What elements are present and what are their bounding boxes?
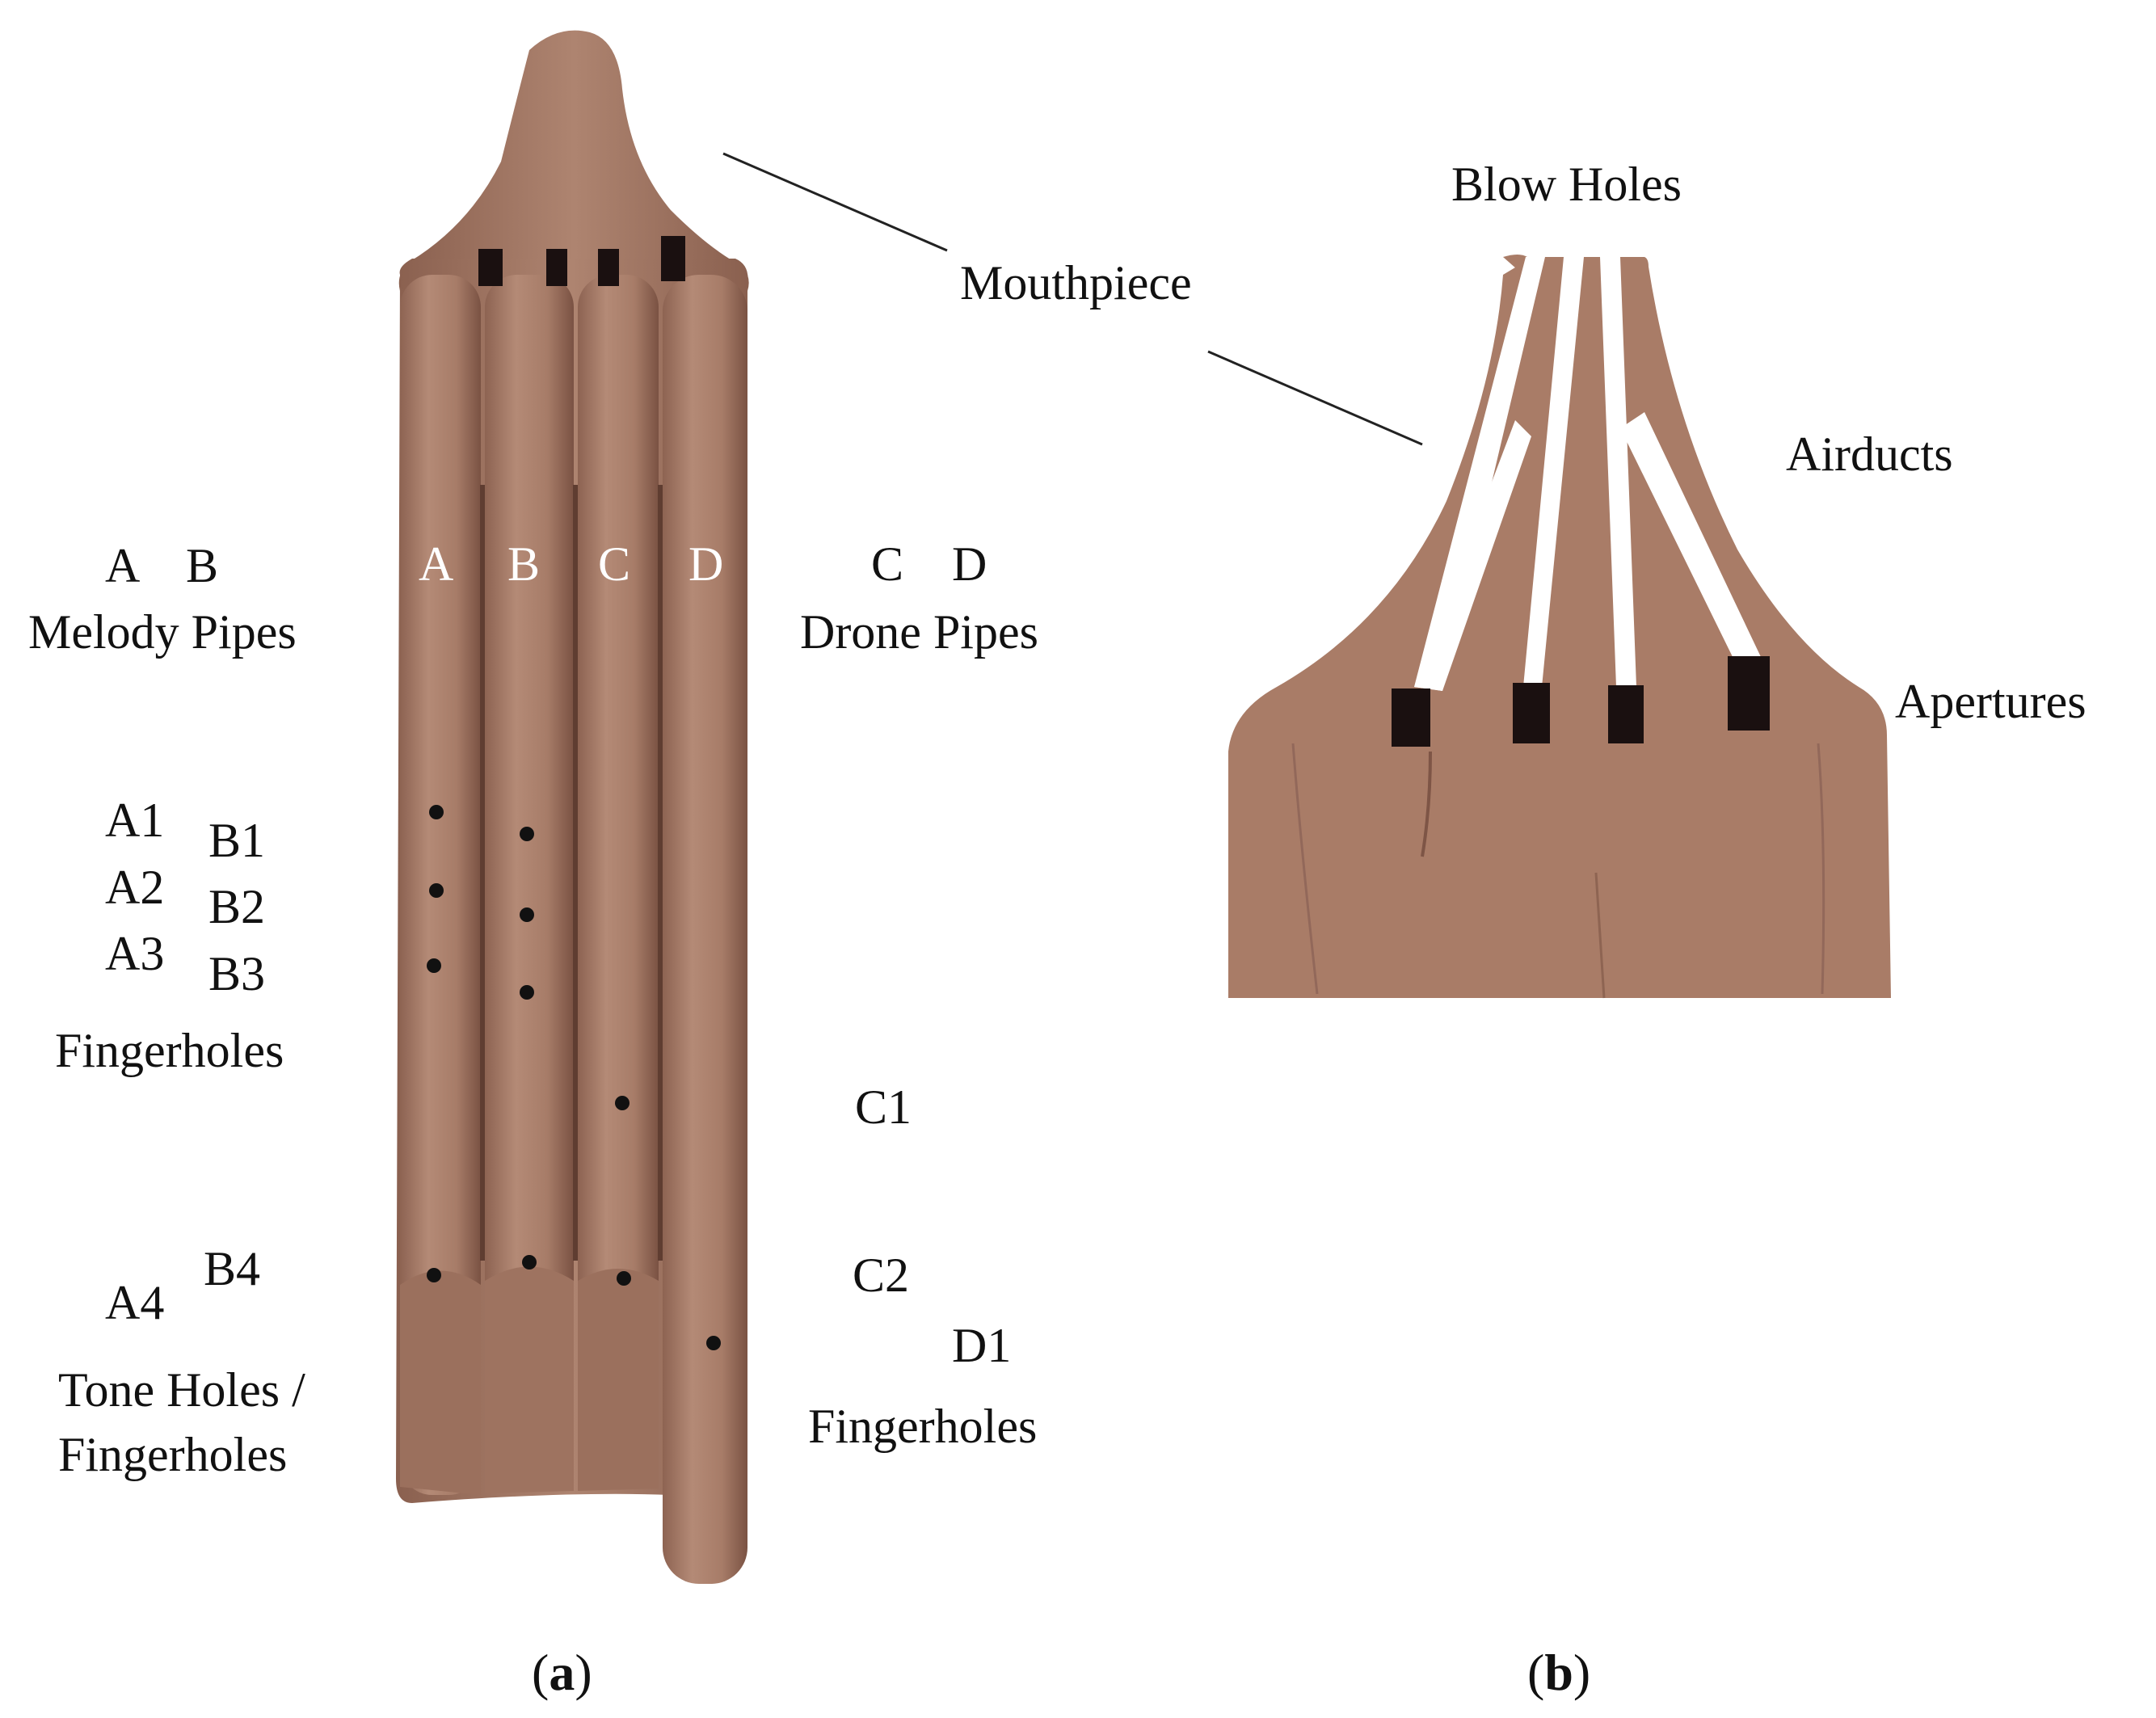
melody-pipes-label: Melody Pipes xyxy=(28,605,297,659)
label-b3: B3 xyxy=(208,947,266,1000)
closeup-aperture-1 xyxy=(1392,688,1430,747)
aperture-c xyxy=(598,249,619,286)
hole-a1 xyxy=(429,805,444,819)
hole-b2 xyxy=(520,907,534,922)
label-d1: D1 xyxy=(952,1319,1012,1372)
closeup-leader-line xyxy=(1207,350,1423,446)
aperture-d xyxy=(661,236,685,281)
airduct-1b xyxy=(1414,420,1531,691)
aperture-a xyxy=(478,249,503,286)
hole-b4 xyxy=(522,1255,537,1270)
mouthpiece-label: Mouthpiece xyxy=(960,256,1192,309)
fingerholes-right-label: Fingerholes xyxy=(808,1400,1038,1453)
closeup-aperture-4 xyxy=(1728,656,1770,731)
closeup-aperture-3 xyxy=(1608,685,1644,743)
label-b4: B4 xyxy=(204,1242,261,1295)
caption-a: (a) xyxy=(532,1647,592,1699)
hole-a2 xyxy=(429,883,444,898)
airducts-label: Airducts xyxy=(1786,427,1953,481)
airduct-2 xyxy=(1523,257,1584,687)
hole-c2 xyxy=(617,1271,631,1286)
closeup-clay xyxy=(1228,257,1891,998)
pipe-letter-c: C xyxy=(598,537,631,591)
aperture-b xyxy=(546,249,567,286)
caption-a-open: ( xyxy=(532,1644,550,1701)
label-c1: C1 xyxy=(855,1080,912,1134)
label-a4: A4 xyxy=(105,1276,165,1329)
airduct-3 xyxy=(1600,257,1636,687)
airduct-4 xyxy=(1620,412,1762,667)
caption-b-close: ) xyxy=(1573,1644,1591,1701)
blow-holes-label: Blow Holes xyxy=(1451,158,1682,211)
label-a3: A3 xyxy=(105,927,165,980)
label-b1: B1 xyxy=(208,814,266,867)
pipe-d xyxy=(663,275,747,1584)
apertures-label: Apertures xyxy=(1895,675,2087,728)
pipe-letter-b: B xyxy=(507,537,541,591)
hole-b3 xyxy=(520,985,534,1000)
closeup-aperture-2 xyxy=(1513,683,1550,743)
drone-letters: C D xyxy=(871,537,987,591)
label-a2: A2 xyxy=(105,861,165,914)
panel-b-closeup xyxy=(1228,255,1891,999)
drone-pipes-label: Drone Pipes xyxy=(800,605,1038,659)
pipe-b xyxy=(485,275,574,1487)
label-c2: C2 xyxy=(853,1248,910,1302)
label-b2: B2 xyxy=(208,880,266,933)
hole-c1 xyxy=(615,1096,630,1110)
pipe-letter-a: A xyxy=(419,537,454,591)
hole-b1 xyxy=(520,827,534,841)
mouthpiece-leader-line xyxy=(722,152,948,252)
tone-holes-line2: Fingerholes xyxy=(58,1428,288,1481)
mouthpiece-shape xyxy=(398,30,749,291)
caption-a-close: ) xyxy=(575,1644,592,1701)
hole-d1 xyxy=(706,1336,721,1350)
caption-b-open: ( xyxy=(1527,1644,1545,1701)
tone-holes-line1: Tone Holes / xyxy=(58,1363,305,1417)
hole-a4 xyxy=(427,1268,441,1282)
fingerholes-left-label: Fingerholes xyxy=(55,1024,284,1077)
label-a1: A1 xyxy=(105,794,165,847)
caption-b-letter: b xyxy=(1544,1644,1573,1701)
airduct-1 xyxy=(1414,257,1545,691)
hole-a3 xyxy=(427,958,441,973)
caption-b: (b) xyxy=(1527,1647,1590,1699)
caption-a-letter: a xyxy=(549,1644,575,1701)
pipe-letter-d: D xyxy=(688,537,724,591)
melody-letters: A B xyxy=(105,539,219,592)
pipe-c xyxy=(578,275,659,1487)
panel-a-instrument xyxy=(396,30,749,1584)
